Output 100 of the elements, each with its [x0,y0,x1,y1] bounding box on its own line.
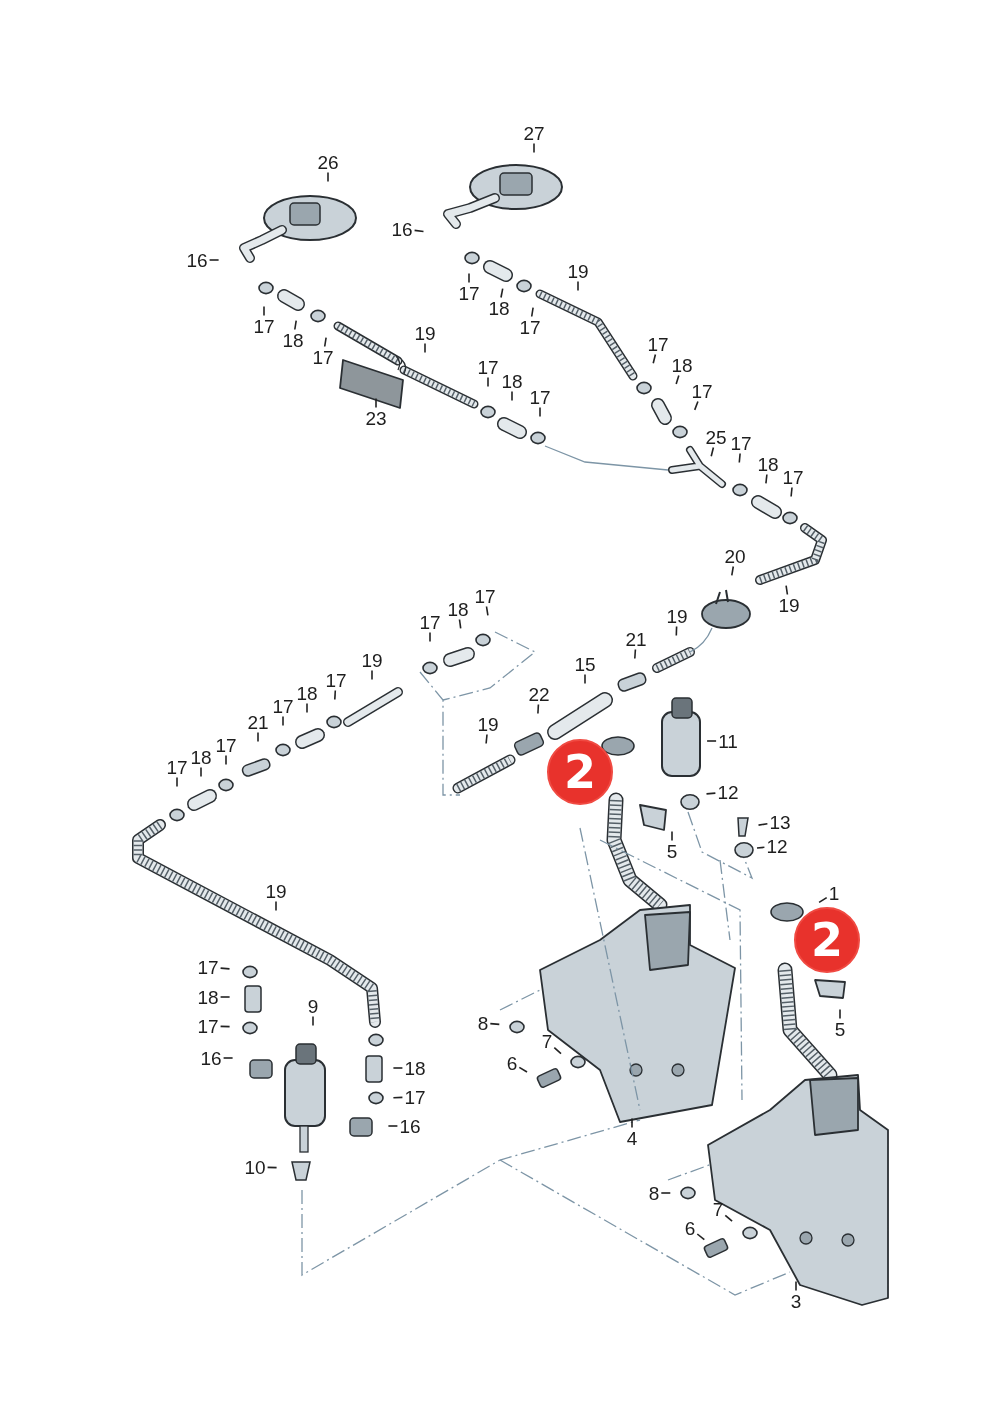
leader-line [222,1057,234,1059]
leader-line [530,306,534,318]
leader-line [675,625,678,637]
callout-number: 25 [705,427,727,447]
leader-line [584,673,586,685]
leader-line [518,1066,528,1073]
callout-number: 17 [529,387,551,407]
leader-line [487,376,489,388]
leader-line [757,823,769,826]
leader-line [375,397,377,409]
callout-number: 13 [769,812,791,832]
callout-number: 19 [567,261,589,281]
leader-line [266,1166,278,1169]
callout-number: 7 [541,1031,553,1051]
callout-number: 16 [186,250,208,270]
leader-line [225,754,227,766]
callout-number: 11 [718,731,738,751]
callout-badge: 2 [547,739,613,805]
leader-line [219,967,231,970]
callout-number: 17 [419,612,441,632]
leader-line [306,702,308,714]
callout-number: 17 [215,735,237,755]
callout-number: 15 [574,654,596,674]
callout-number: 23 [365,408,387,428]
callout-number: 17 [519,317,541,337]
callout-badge: 2 [794,907,860,973]
callout-number: 10 [244,1157,266,1177]
leader-line [660,1192,672,1194]
callout-number: 8 [648,1183,660,1203]
leader-line [710,446,715,457]
leader-line [706,740,717,742]
callout-number: 18 [404,1058,426,1078]
callout-number: 12 [766,836,788,856]
leader-line [533,142,535,154]
callout-number: 18 [501,371,523,391]
callout-number: 18 [671,355,693,375]
leader-line [696,1233,706,1241]
leader-line [275,900,277,912]
leader-line [392,1096,404,1099]
leader-line [413,229,425,233]
callout-number: 5 [834,1019,846,1039]
leader-line [176,776,178,788]
callout-number: 20 [724,546,746,566]
leader-line [485,733,488,745]
leader-line [731,565,735,577]
callout-number: 16 [200,1048,222,1068]
leader-line [200,766,202,778]
callout-number: 19 [414,323,436,343]
callout-number: 16 [399,1116,421,1136]
leader-line [839,1008,841,1020]
leader-line [468,272,470,284]
leader-line [387,1125,399,1127]
callout-number: 18 [190,747,212,767]
callout-number: 21 [247,712,269,732]
callout-number: 19 [477,714,499,734]
callout-number: 17 [458,283,480,303]
callout-number: 5 [666,841,678,861]
leader-line [371,669,373,681]
leader-line [500,287,504,299]
callout-number: 17 [197,957,219,977]
callout-number: 17 [782,467,804,487]
callout-number: 17 [404,1087,426,1107]
leader-line [392,1067,404,1069]
callout-number: 18 [197,987,219,1007]
callout-number: 19 [265,881,287,901]
leader-line [537,703,540,715]
callout-number: 18 [757,454,779,474]
callout-number: 17 [312,347,334,367]
leader-line [671,830,673,842]
leader-line [693,400,699,411]
callout-number: 17 [325,670,347,690]
callout-number: 9 [307,996,319,1016]
leader-line [263,305,265,317]
callout-number: 1 [828,883,840,903]
leader-line [294,319,297,331]
callout-number: 26 [317,152,339,172]
callout-number: 17 [166,757,188,777]
leader-line [208,259,220,261]
callout-number: 22 [528,684,550,704]
callout-number: 18 [488,298,510,318]
leader-line [424,342,426,354]
callout-number: 12 [717,782,739,802]
leader-line [631,1117,633,1129]
callout-number: 17 [474,586,496,606]
callout-number: 17 [730,433,752,453]
callout-number: 17 [197,1016,219,1036]
callout-number: 16 [391,219,413,239]
leader-line [485,605,489,617]
leader-line [312,1015,314,1027]
callout-number: 19 [666,606,688,626]
leader-line [257,731,259,743]
leader-line [790,486,793,498]
callout-number: 17 [477,357,499,377]
callout-number: 21 [625,629,647,649]
leader-line [334,689,337,701]
leader-line [795,1280,797,1292]
leader-line [282,715,284,727]
callout-number: 19 [361,650,383,670]
leader-line [219,1025,231,1028]
callout-number: 7 [712,1199,724,1219]
